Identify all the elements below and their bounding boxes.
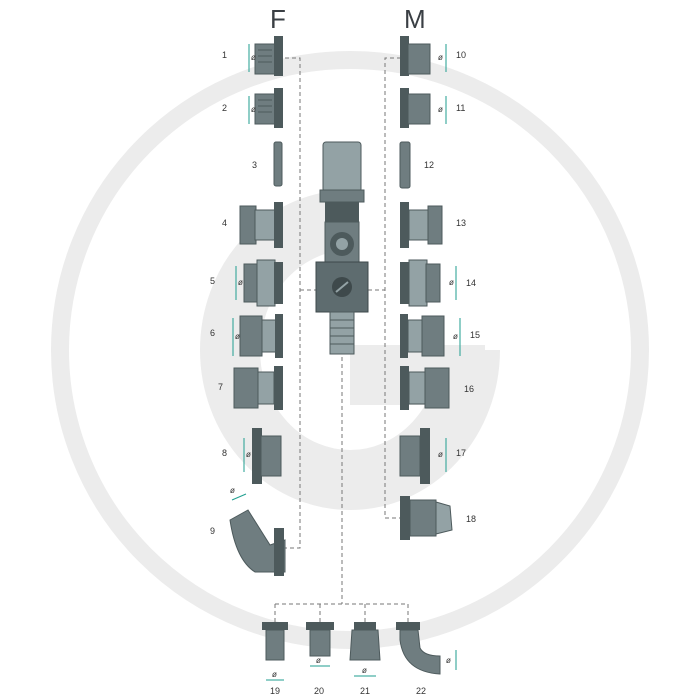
diameter-mark-19: ø	[272, 670, 277, 679]
part-number-20: 20	[314, 686, 325, 696]
part-number-2: 2	[222, 103, 228, 113]
diameter-mark-20: ø	[316, 656, 321, 665]
part-number-11: 11	[456, 103, 466, 113]
part-number-9: 9	[210, 526, 216, 536]
part-number-12: 12	[424, 160, 435, 170]
diameter-mark-11: ø	[438, 105, 443, 114]
diameter-mark-1: ø	[251, 53, 256, 62]
diameter-mark-6: ø	[235, 332, 240, 341]
diameter-mark-5: ø	[238, 278, 243, 287]
part-number-18: 18	[466, 514, 477, 524]
part-number-14: 14	[466, 278, 477, 288]
diameter-mark-2: ø	[251, 105, 256, 114]
part-number-4: 4	[222, 218, 228, 228]
part-number-17: 17	[456, 448, 467, 458]
part-number-10: 10	[456, 50, 467, 60]
part-number-16: 16	[464, 384, 475, 394]
part-number-6: 6	[210, 328, 216, 338]
part-number-1: 1	[222, 50, 228, 60]
diameter-mark-9: ø	[230, 486, 235, 495]
diameter-mark-15: ø	[453, 332, 458, 341]
part-number-15: 15	[470, 330, 481, 340]
part-number-22: 22	[416, 686, 427, 696]
diameter-mark-21: ø	[362, 666, 367, 675]
part-number-13: 13	[456, 218, 467, 228]
diameter-mark-22: ø	[446, 656, 451, 665]
diameter-mark-10: ø	[438, 53, 443, 62]
part-number-19: 19	[270, 686, 281, 696]
male-header: M	[404, 4, 426, 34]
diameter-mark-17: ø	[438, 450, 443, 459]
part-number-3: 3	[252, 160, 258, 170]
part-number-21: 21	[360, 686, 371, 696]
diameter-mark-14: ø	[449, 278, 454, 287]
diameter-mark-8: ø	[246, 450, 251, 459]
part-number-5: 5	[210, 276, 216, 286]
part-number-8: 8	[222, 448, 228, 458]
part-number-7: 7	[218, 382, 224, 392]
female-header: F	[270, 4, 286, 34]
